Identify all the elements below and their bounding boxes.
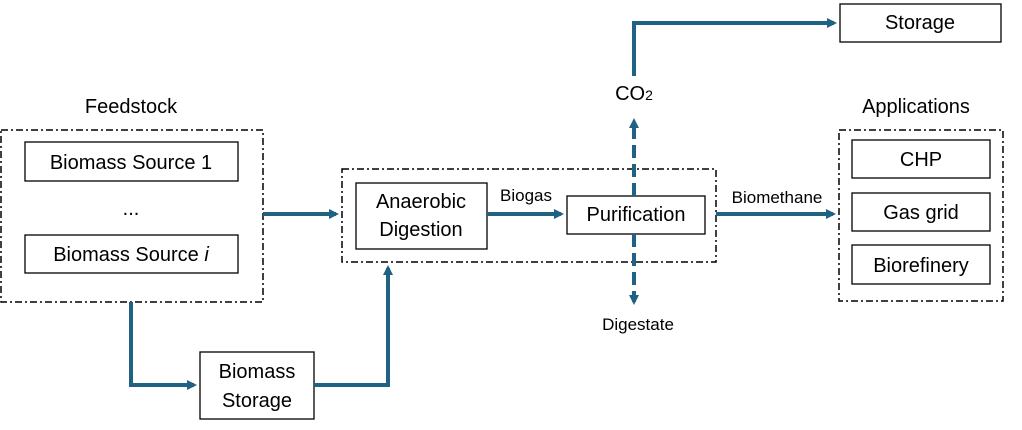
feedstock-title: Feedstock [85,96,178,118]
anaerobic-digestion-line2: Digestion [379,219,462,241]
applications-group [838,129,1004,302]
co2-to-storage-arrow [632,18,837,76]
co2-label: CO2 [615,83,653,105]
biomass-source-1-box [24,141,239,182]
feedstock-ellipsis: ... [123,198,140,220]
biomass-source-i-label: Biomass Source i [53,244,209,266]
storage-to-digestion-arrow [314,265,393,387]
applications-title: Applications [862,96,970,118]
purification-label: Purification [587,204,686,226]
chp-box [851,139,991,179]
biomass-source-i-box [24,234,239,274]
biomass-source-1-label: Biomass Source 1 [50,152,212,174]
purification-box [566,195,706,235]
biogas-label: Biogas [500,186,552,205]
co2-storage-label: Storage [885,12,955,34]
biorefinery-box [851,244,991,285]
gas-grid-box [851,192,991,232]
biomass-storage-line1: Biomass [219,361,296,383]
biomass-storage-line2: Storage [222,390,292,412]
biomethane-label: Biomethane [732,188,823,207]
chp-label: CHP [900,149,942,171]
feedstock-to-storage-arrow [129,302,197,390]
digestate-label: Digestate [602,315,674,334]
anaerobic-digestion-box [355,182,488,250]
anaerobic-digestion-line1: Anaerobic [376,191,466,213]
co2-storage-box [839,3,1002,43]
gas-grid-label: Gas grid [883,202,959,224]
biorefinery-label: Biorefinery [873,255,969,277]
